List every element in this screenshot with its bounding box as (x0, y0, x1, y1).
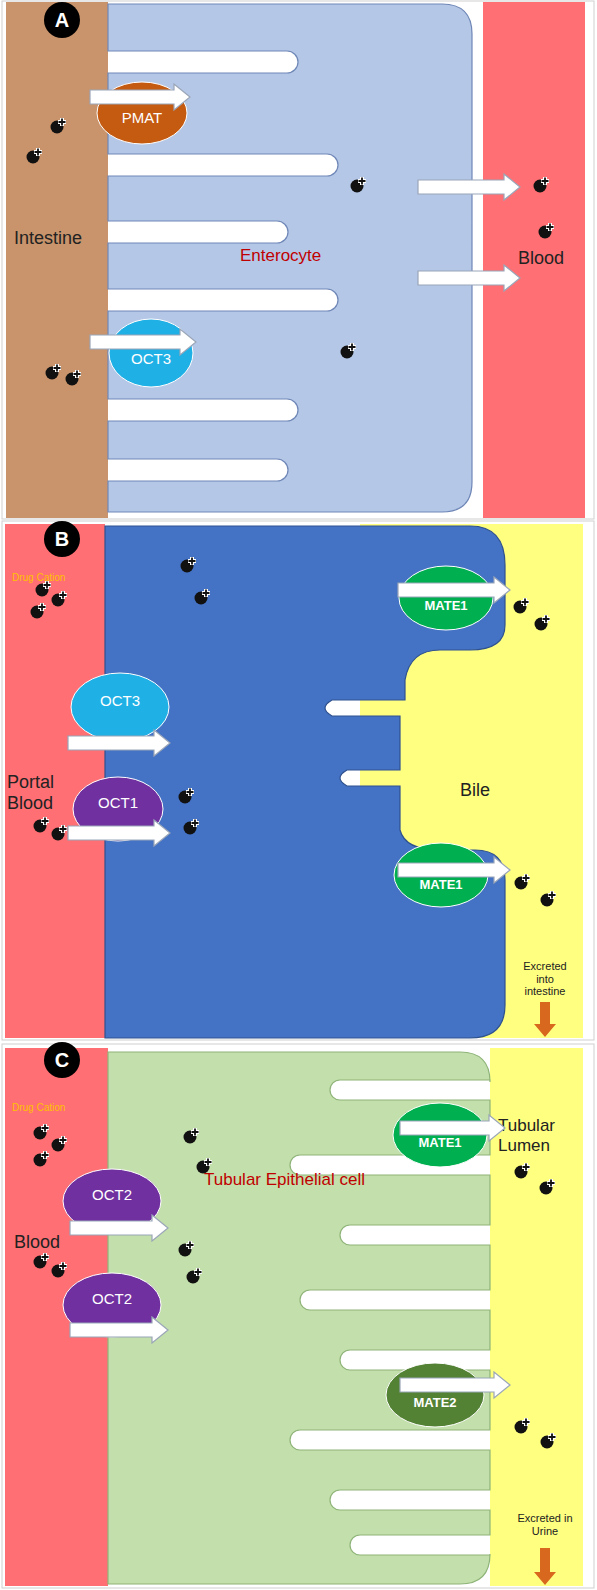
annotation-label: Drug Cation (12, 1102, 92, 1114)
annotation-label: Excreted into intestine (515, 960, 575, 998)
annotation-label: Excreted in Urine (512, 1512, 578, 1537)
tubular-lumen-band: Tubular Lumen (490, 1048, 583, 1586)
node-label: Tubular Epithelial cell (204, 1170, 414, 1190)
oct3-transporter: OCT3 (108, 318, 194, 388)
panel-letter-circle (44, 2, 80, 38)
panel-letter: B (44, 521, 80, 557)
transporter-ellipse (97, 82, 187, 144)
cation-plus (187, 789, 194, 796)
transporter-ellipse (109, 319, 193, 387)
node-label: MATE1 (392, 1136, 488, 1151)
cation-plus-halo (188, 557, 196, 565)
pmat-transporter: PMAT (96, 81, 188, 145)
node-label: MATE2 (385, 1396, 485, 1411)
panel-letter-circle (44, 1042, 80, 1078)
node-label: Tubular Lumen (498, 1116, 576, 1155)
transporter-ellipse (393, 1103, 487, 1167)
cation-symbol (184, 819, 200, 835)
cell-outline (108, 1052, 490, 1584)
cation-plus (189, 558, 196, 565)
panel-letter: A (44, 2, 80, 38)
mate1-transporter: MATE1 (398, 565, 494, 631)
node-label: MATE1 (393, 878, 489, 893)
transporter-ellipse (63, 1273, 161, 1337)
node-label: Blood (14, 1232, 94, 1253)
mate1-transporter-outline (393, 842, 489, 908)
cation-plus-halo (191, 819, 199, 827)
transporter-ellipse (71, 673, 169, 741)
intestine-lumen: Intestine (6, 2, 108, 518)
node-label: OCT3 (70, 692, 170, 709)
panel-frame (2, 1, 594, 519)
panel-letter: C (44, 1042, 80, 1078)
transporter-ellipse (399, 566, 493, 630)
cation-symbol (195, 589, 211, 605)
node-label: OCT2 (62, 1186, 162, 1203)
annotation-label: Drug Cation (12, 572, 92, 584)
node-label: C (44, 1049, 80, 1072)
panel-letter-circle (44, 521, 80, 557)
node-label: Portal Blood (7, 772, 77, 813)
oct1-transporter: OCT1 (72, 776, 164, 842)
oct3-transporter: OCT3 (70, 672, 170, 742)
node-label: OCT3 (108, 350, 194, 367)
cell-outline (108, 4, 472, 512)
panel-frame (2, 1044, 594, 1588)
transporter-ellipse (73, 777, 163, 841)
node-label: B (44, 528, 80, 551)
cation-plus (203, 590, 210, 597)
oct2-transporter: OCT2 (62, 1168, 162, 1234)
cation-plus-halo (186, 788, 194, 796)
node-label: A (44, 9, 80, 32)
portal-blood-band: Portal Blood (5, 524, 105, 1038)
cation-symbol (181, 557, 197, 573)
cation-symbol (179, 788, 195, 804)
transporter-ellipse (63, 1169, 161, 1233)
mate2-transporter: MATE2 (385, 1362, 485, 1428)
cation-plus (192, 820, 199, 827)
node-label: Intestine (14, 228, 106, 249)
node-label: Blood (518, 248, 583, 269)
blood-band: Blood (483, 2, 585, 518)
cation-dot (195, 592, 208, 605)
mate1-transporter: MATE1 (392, 1102, 488, 1168)
cation-dot (184, 822, 197, 835)
node-label: OCT2 (62, 1290, 162, 1307)
node-label: MATE1 (398, 599, 494, 614)
cation-plus-halo (202, 589, 210, 597)
enterocyte-cell: Enterocyte (108, 4, 472, 512)
panel-frame (2, 521, 594, 1040)
transporter-ellipse (394, 843, 488, 907)
node-label: PMAT (96, 109, 188, 126)
oct2-transporter: OCT2 (62, 1272, 162, 1338)
transporter-ellipse (386, 1363, 484, 1427)
node-label: Bile (460, 780, 520, 801)
cation-dot (179, 791, 192, 804)
cation-dot (181, 560, 194, 573)
node-label: OCT1 (72, 794, 164, 811)
node-label: Enterocyte (240, 246, 380, 266)
mate1-transporter: MATE1 (393, 842, 489, 908)
